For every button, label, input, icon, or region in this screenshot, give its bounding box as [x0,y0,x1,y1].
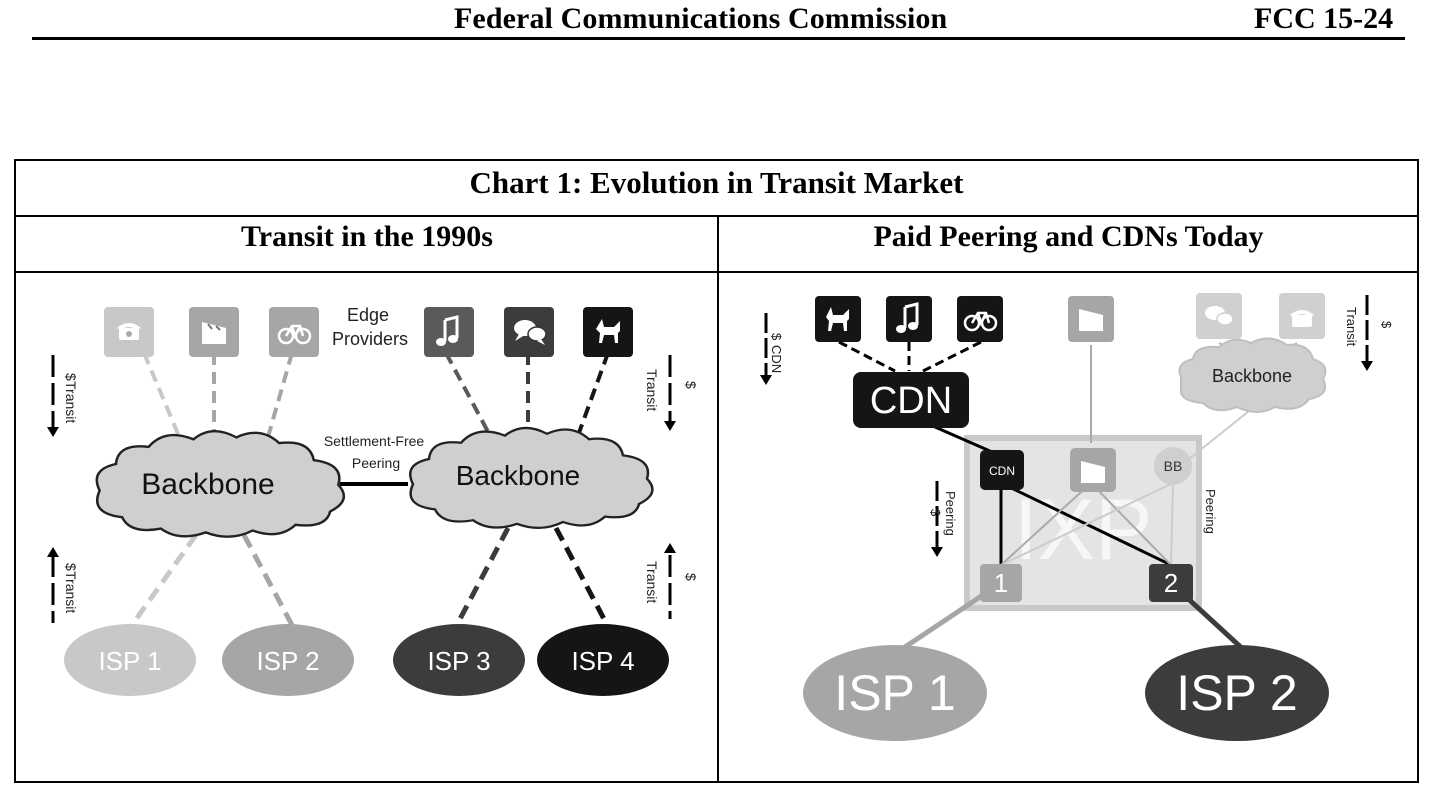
telephone-icon [104,307,154,357]
isp-4: ISP 4 [537,624,669,696]
svg-text:1: 1 [994,568,1008,598]
ixp-bb-node: BB [1154,447,1192,485]
transit-arrow-bottom-left: $ Transit [47,547,79,623]
svg-text:CDN: CDN [989,464,1015,478]
telephone-icon [1279,293,1325,339]
backbone-label-2: Backbone [456,460,581,491]
svg-text:ISP 4: ISP 4 [571,646,634,676]
ixp-film-node [1070,448,1116,492]
isp-links [129,526,607,627]
music-note-icon [424,307,474,357]
svg-text:ISP 2: ISP 2 [256,646,319,676]
svg-text:Transit: Transit [644,369,660,411]
cdn-node: CDN [853,372,969,428]
right-heading: Paid Peering and CDNs Today [718,217,1419,273]
svg-text:Transit: Transit [63,381,79,423]
chat-bubbles-icon [504,307,554,357]
svg-text:$: $ [1379,321,1394,329]
peering-label-2: Peering [352,455,400,471]
right-diagram: IXP [719,273,1419,783]
isp-2: ISP 2 [222,624,354,696]
svg-text:Transit: Transit [1344,307,1359,347]
isp-1: ISP 1 [64,624,196,696]
transit-arrow-top-left: $ Transit [47,355,79,437]
dog-icon [815,296,861,342]
edge-providers-label: Edge [347,305,389,325]
svg-text:$: $ [769,333,784,341]
paid-peering-diagram: IXP [760,293,1394,741]
svg-text:BB: BB [1164,458,1183,474]
column-divider [717,217,719,783]
isp-1: ISP 1 [803,645,987,741]
ixp-port-2: 2 [1149,564,1193,602]
bicycle-icon [957,296,1003,342]
svg-text:Transit: Transit [644,561,660,603]
transit-arrow-bottom-right: Transit $ [644,543,699,619]
ixp-cdn-node: CDN [980,450,1024,490]
svg-text:CDN: CDN [870,380,952,422]
chart-table: Chart 1: Evolution in Transit Market Tra… [14,159,1419,783]
svg-text:ISP 3: ISP 3 [427,646,490,676]
agency-name: Federal Communications Commission [454,2,948,35]
left-heading: Transit in the 1990s [16,217,718,273]
peering-label: Settlement-Free [324,433,425,449]
backbone-transit-arrow: Transit $ [1344,295,1394,371]
svg-text:Transit: Transit [63,571,79,613]
svg-text:ISP 1: ISP 1 [98,646,161,676]
document-number: FCC 15-24 [1254,2,1394,35]
svg-text:ISP 1: ISP 1 [834,665,955,721]
svg-text:CDN: CDN [769,345,784,373]
film-clapper-icon [1068,296,1114,342]
header-rule [32,37,1405,40]
isp-3: ISP 3 [393,624,525,696]
backbone-cloud: Backbone [1178,337,1327,413]
chat-bubbles-icon [1196,293,1242,339]
isp-2: ISP 2 [1145,645,1329,741]
ixp-label: IXP [1014,482,1153,578]
edge-providers-label-2: Providers [332,329,408,349]
svg-text:$: $ [63,373,79,381]
svg-text:$: $ [683,573,699,581]
svg-text:Backbone: Backbone [1212,366,1292,386]
cdn-payment-arrow: $ CDN [760,313,784,385]
svg-text:$: $ [683,381,699,389]
svg-text:ISP 2: ISP 2 [1176,665,1297,721]
ixp-port-1: 1 [980,564,1022,602]
chart-title: Chart 1: Evolution in Transit Market [16,161,1417,217]
peering-label: Peering [1203,489,1218,534]
svg-text:2: 2 [1164,568,1178,598]
backbone-label-1: Backbone [141,468,274,501]
svg-text:Peering: Peering [943,491,958,536]
transit-arrow-top-right: Transit $ [644,355,699,431]
dog-icon [583,307,633,357]
music-note-icon [886,296,932,342]
film-clapper-icon [189,307,239,357]
svg-text:$: $ [63,563,79,571]
left-diagram: Edge Providers Backbone Backbone Settlem… [16,273,717,783]
bicycle-icon [269,307,319,357]
svg-text:$: $ [928,509,943,517]
transit-1990s-diagram: Edge Providers Backbone Backbone Settlem… [47,305,699,696]
peering-payment-arrow: $ Peering [928,481,958,557]
